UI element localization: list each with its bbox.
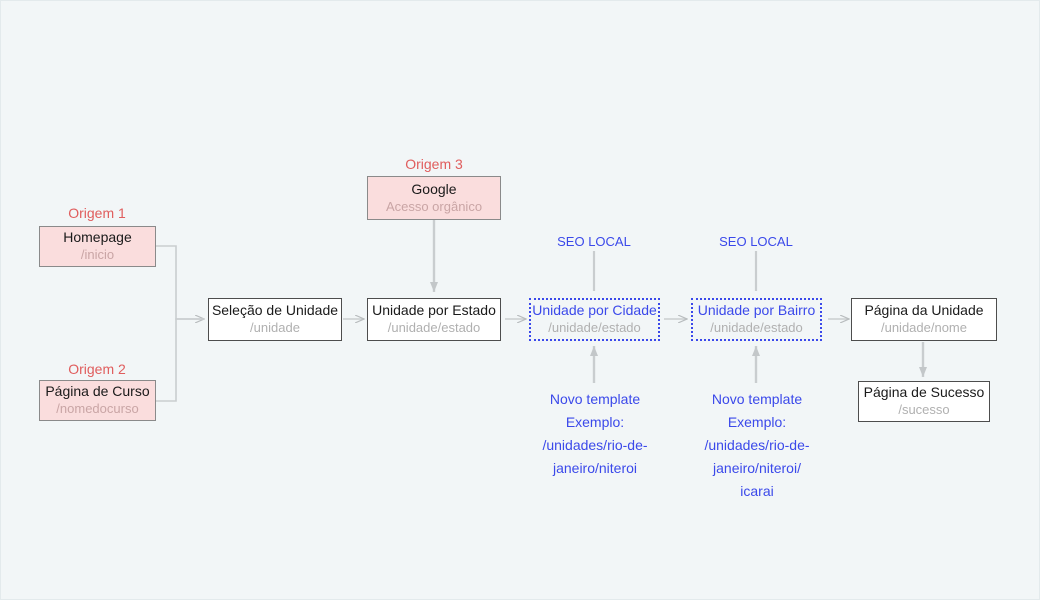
node-pagina-de-sucesso-slug: /sucesso xyxy=(898,402,950,418)
node-unidade-por-bairro-title: Unidade por Bairro xyxy=(697,302,816,319)
nota-bairro-line-2: Exemplo: xyxy=(727,414,787,431)
nota-cidade: Novo template Exemplo: /unidades/rio-de-… xyxy=(522,388,668,480)
node-unidade-por-bairro[interactable]: Unidade por Bairro /unidade/estado xyxy=(691,298,822,341)
nota-bairro-line-3: /unidades/rio-de- xyxy=(704,437,810,454)
node-pagina-da-unidade-title: Página da Unidade xyxy=(864,302,984,319)
nota-bairro-line-1: Novo template xyxy=(711,391,803,407)
node-pagina-de-curso-slug: /nomedocurso xyxy=(56,401,139,417)
node-pagina-de-sucesso[interactable]: Página de Sucesso /sucesso xyxy=(858,381,990,422)
node-pagina-de-curso[interactable]: Página de Curso /nomedocurso xyxy=(39,380,156,421)
seo-local-cidade-label: SEO LOCAL xyxy=(557,234,631,249)
origem-2-label: Origem 2 xyxy=(68,361,126,377)
node-pagina-da-unidade[interactable]: Página da Unidade /unidade/nome xyxy=(851,298,997,341)
node-unidade-por-estado-slug: /unidade/estado xyxy=(387,320,481,336)
edge-curso-to-selecao xyxy=(156,318,204,402)
node-unidade-por-cidade-slug: /unidade/estado xyxy=(548,320,641,336)
nota-bairro-line-5: icarai xyxy=(740,483,774,500)
node-unidade-por-cidade-title: Unidade por Cidade xyxy=(532,302,657,319)
nota-cidade-line-2: Exemplo: xyxy=(565,414,625,431)
node-homepage-title: Homepage xyxy=(63,229,132,246)
node-unidade-por-cidade[interactable]: Unidade por Cidade /unidade/estado xyxy=(529,298,660,341)
origem-3-label: Origem 3 xyxy=(405,156,463,172)
nota-cidade-line-3: /unidades/rio-de- xyxy=(542,437,648,454)
nota-bairro-line-4: janeiro/niteroi/ xyxy=(713,460,801,477)
node-homepage-slug: /inicio xyxy=(80,247,115,263)
node-pagina-da-unidade-slug: /unidade/nome xyxy=(880,320,967,336)
node-pagina-de-sucesso-title: Página de Sucesso xyxy=(863,384,985,401)
node-unidade-por-bairro-slug: /unidade/estado xyxy=(710,320,803,336)
node-pagina-de-curso-title: Página de Curso xyxy=(45,383,150,400)
node-unidade-por-estado[interactable]: Unidade por Estado /unidade/estado xyxy=(367,298,501,341)
node-google-slug: Acesso orgânico xyxy=(385,198,483,214)
nota-bairro: Novo template Exemplo: /unidades/rio-de-… xyxy=(684,388,830,503)
nota-cidade-line-4: janeiro/niteroi xyxy=(552,460,638,477)
node-selecao-de-unidade-slug: /unidade xyxy=(250,320,300,336)
seo-local-bairro-label: SEO LOCAL xyxy=(719,234,793,249)
node-selecao-de-unidade-title: Seleção de Unidade xyxy=(211,302,339,319)
node-google-title: Google xyxy=(411,180,457,197)
nota-cidade-line-1: Novo template xyxy=(549,391,641,407)
origem-1-label: Origem 1 xyxy=(68,205,126,221)
node-selecao-de-unidade[interactable]: Seleção de Unidade /unidade xyxy=(208,298,342,341)
node-google[interactable]: Google Acesso orgânico xyxy=(367,176,501,220)
node-unidade-por-estado-title: Unidade por Estado xyxy=(372,302,496,319)
edge-homepage-to-selecao xyxy=(156,245,204,319)
node-homepage[interactable]: Homepage /inicio xyxy=(39,226,156,267)
